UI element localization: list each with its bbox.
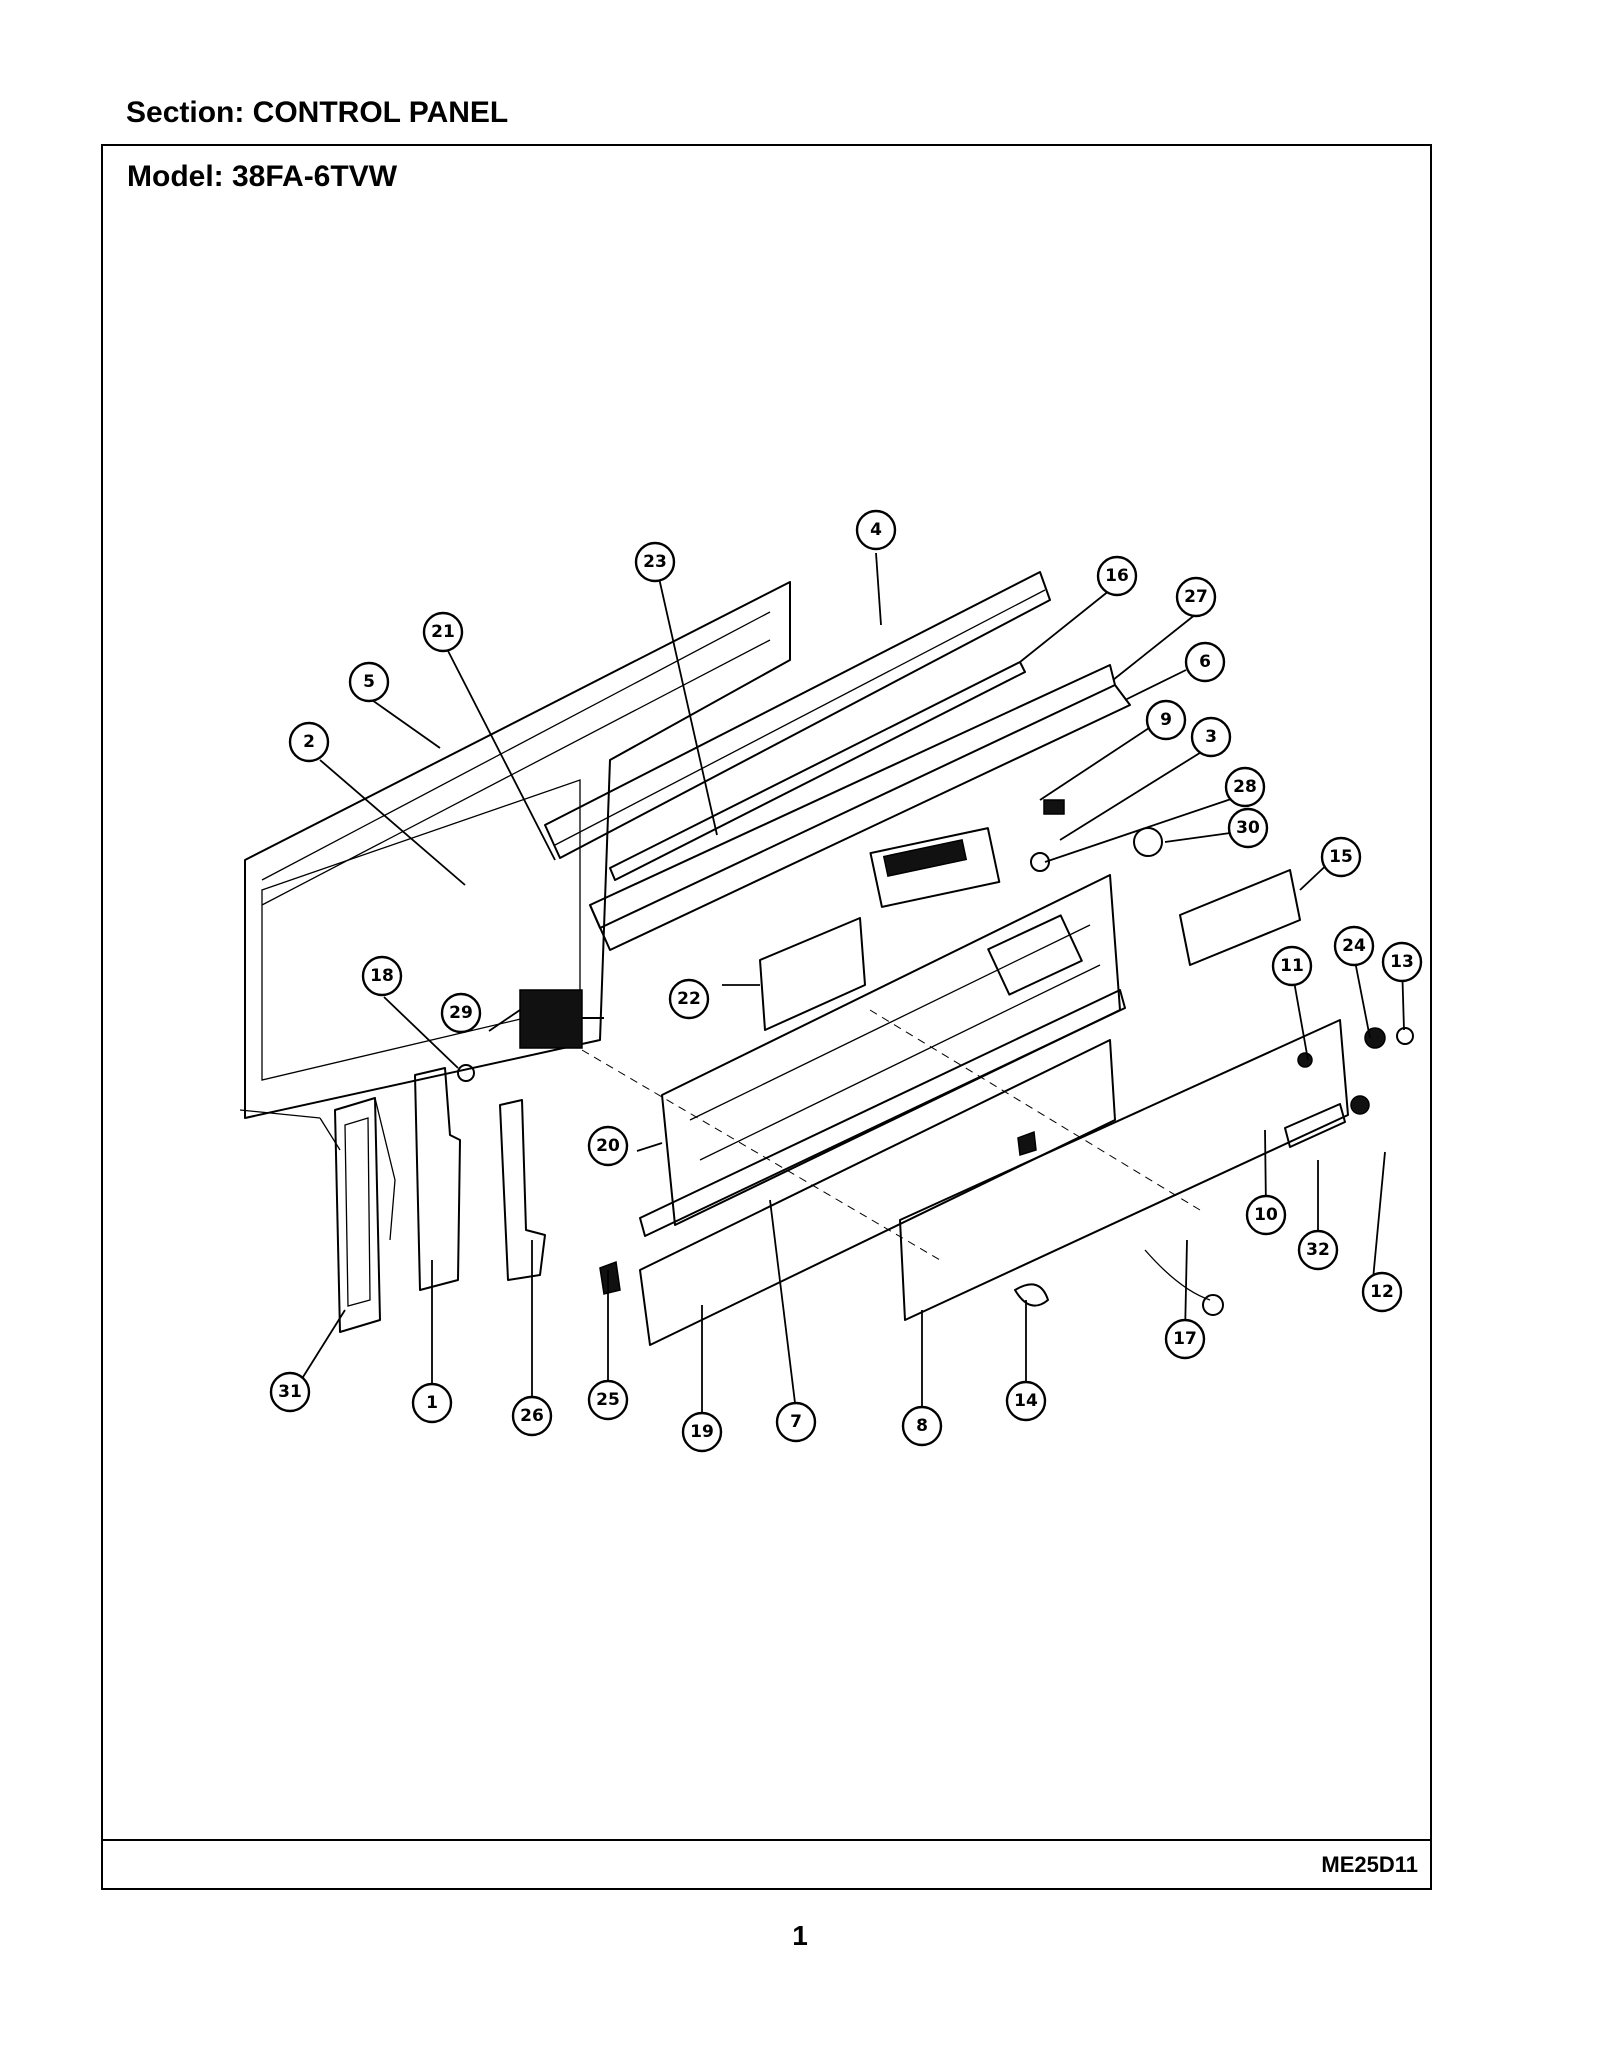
callout-7: 7 [775,1401,817,1443]
callout-32-label: 32 [1306,1240,1330,1260]
footer-divider [103,1839,1430,1841]
callout-31-label: 31 [278,1382,302,1402]
callout-16-label: 16 [1105,566,1129,586]
callout-12-label: 12 [1370,1282,1394,1302]
trim-rail-19 [639,1039,1116,1346]
callout-4: 4 [855,509,897,551]
callout-28: 28 [1224,766,1266,808]
callout-5: 5 [348,661,390,703]
callout-6: 6 [1184,641,1226,683]
callout-3-label: 3 [1205,727,1217,747]
callout-9-label: 9 [1160,710,1172,730]
callout-18-label: 18 [370,966,394,986]
callout-9: 9 [1145,699,1187,741]
bracket-26 [499,1099,546,1281]
leader-lines [297,552,1405,1425]
control-glass [899,1019,1349,1321]
infinite-switch [519,989,604,1049]
callout-6-label: 6 [1199,652,1211,672]
callout-28-label: 28 [1233,777,1257,797]
callout-12: 12 [1361,1271,1403,1313]
callout-27: 27 [1175,576,1217,618]
callout-21: 21 [422,611,464,653]
thermostat-knob [1133,827,1163,857]
callout-21-label: 21 [431,622,455,642]
callout-3: 3 [1190,716,1232,758]
callout-16: 16 [1096,555,1138,597]
callout-23-label: 23 [643,552,667,572]
callout-10-label: 10 [1254,1205,1278,1225]
callout-26-label: 26 [520,1406,544,1426]
callout-1-label: 1 [426,1393,438,1413]
callout-8-label: 8 [916,1416,928,1436]
callout-11: 11 [1271,945,1313,987]
top-trim [544,571,1051,859]
callout-25-label: 25 [596,1390,620,1410]
document-code: ME25D11 [1321,1852,1418,1877]
control-board [759,917,866,1031]
callout-29: 29 [440,992,482,1034]
callout-23: 23 [634,541,676,583]
support-strip [589,684,1131,951]
trim-rail-7 [639,989,1126,1237]
back-panel [239,581,791,1151]
callout-4-label: 4 [870,520,882,540]
callout-20-label: 20 [596,1136,620,1156]
callout-15-label: 15 [1329,847,1353,867]
callout-2-label: 2 [303,732,315,752]
callout-24: 24 [1333,925,1375,967]
callout-29-label: 29 [449,1003,473,1023]
callout-5-label: 5 [363,672,375,692]
callout-19: 19 [681,1411,723,1453]
callout-7-label: 7 [790,1412,802,1432]
callout-15: 15 [1320,836,1362,878]
callout-18: 18 [361,955,403,997]
callout-14: 14 [1005,1380,1047,1422]
callout-14-label: 14 [1014,1391,1038,1411]
callout-22-label: 22 [677,989,701,1009]
electronic-control [1179,869,1301,966]
callout-2: 2 [288,721,330,763]
callout-26: 26 [511,1395,553,1437]
callout-19-label: 19 [690,1422,714,1442]
section-title: Section: CONTROL PANEL [126,96,509,129]
callout-10: 10 [1245,1194,1287,1236]
fluorescent-tube [609,661,1026,881]
small-parts [457,799,1414,1316]
side-trim-31 [334,1097,396,1333]
clock-timer [869,827,1001,908]
callout-17-label: 17 [1173,1329,1197,1349]
callout-20: 20 [587,1125,629,1167]
model-title: Model: 38FA-6TVW [127,160,398,193]
diagram-frame: Model: 38FA-6TVW ME25D11 [101,144,1432,1890]
callout-27-label: 27 [1184,587,1208,607]
callout-1: 1 [411,1382,453,1424]
callout-11-label: 11 [1280,956,1304,976]
callout-8: 8 [901,1405,943,1447]
callout-24-label: 24 [1342,936,1366,956]
callout-30-label: 30 [1236,818,1260,838]
callout-30: 30 [1227,807,1269,849]
callout-32: 32 [1297,1229,1339,1271]
page-number: 1 [792,1920,808,1951]
end-bracket-1 [414,1067,461,1291]
callout-22: 22 [668,978,710,1020]
callout-25: 25 [587,1379,629,1421]
control-panel-body [661,874,1121,1226]
callout-31: 31 [269,1371,311,1413]
callout-13: 13 [1381,941,1423,983]
callout-13-label: 13 [1390,952,1414,972]
callout-17: 17 [1164,1318,1206,1360]
